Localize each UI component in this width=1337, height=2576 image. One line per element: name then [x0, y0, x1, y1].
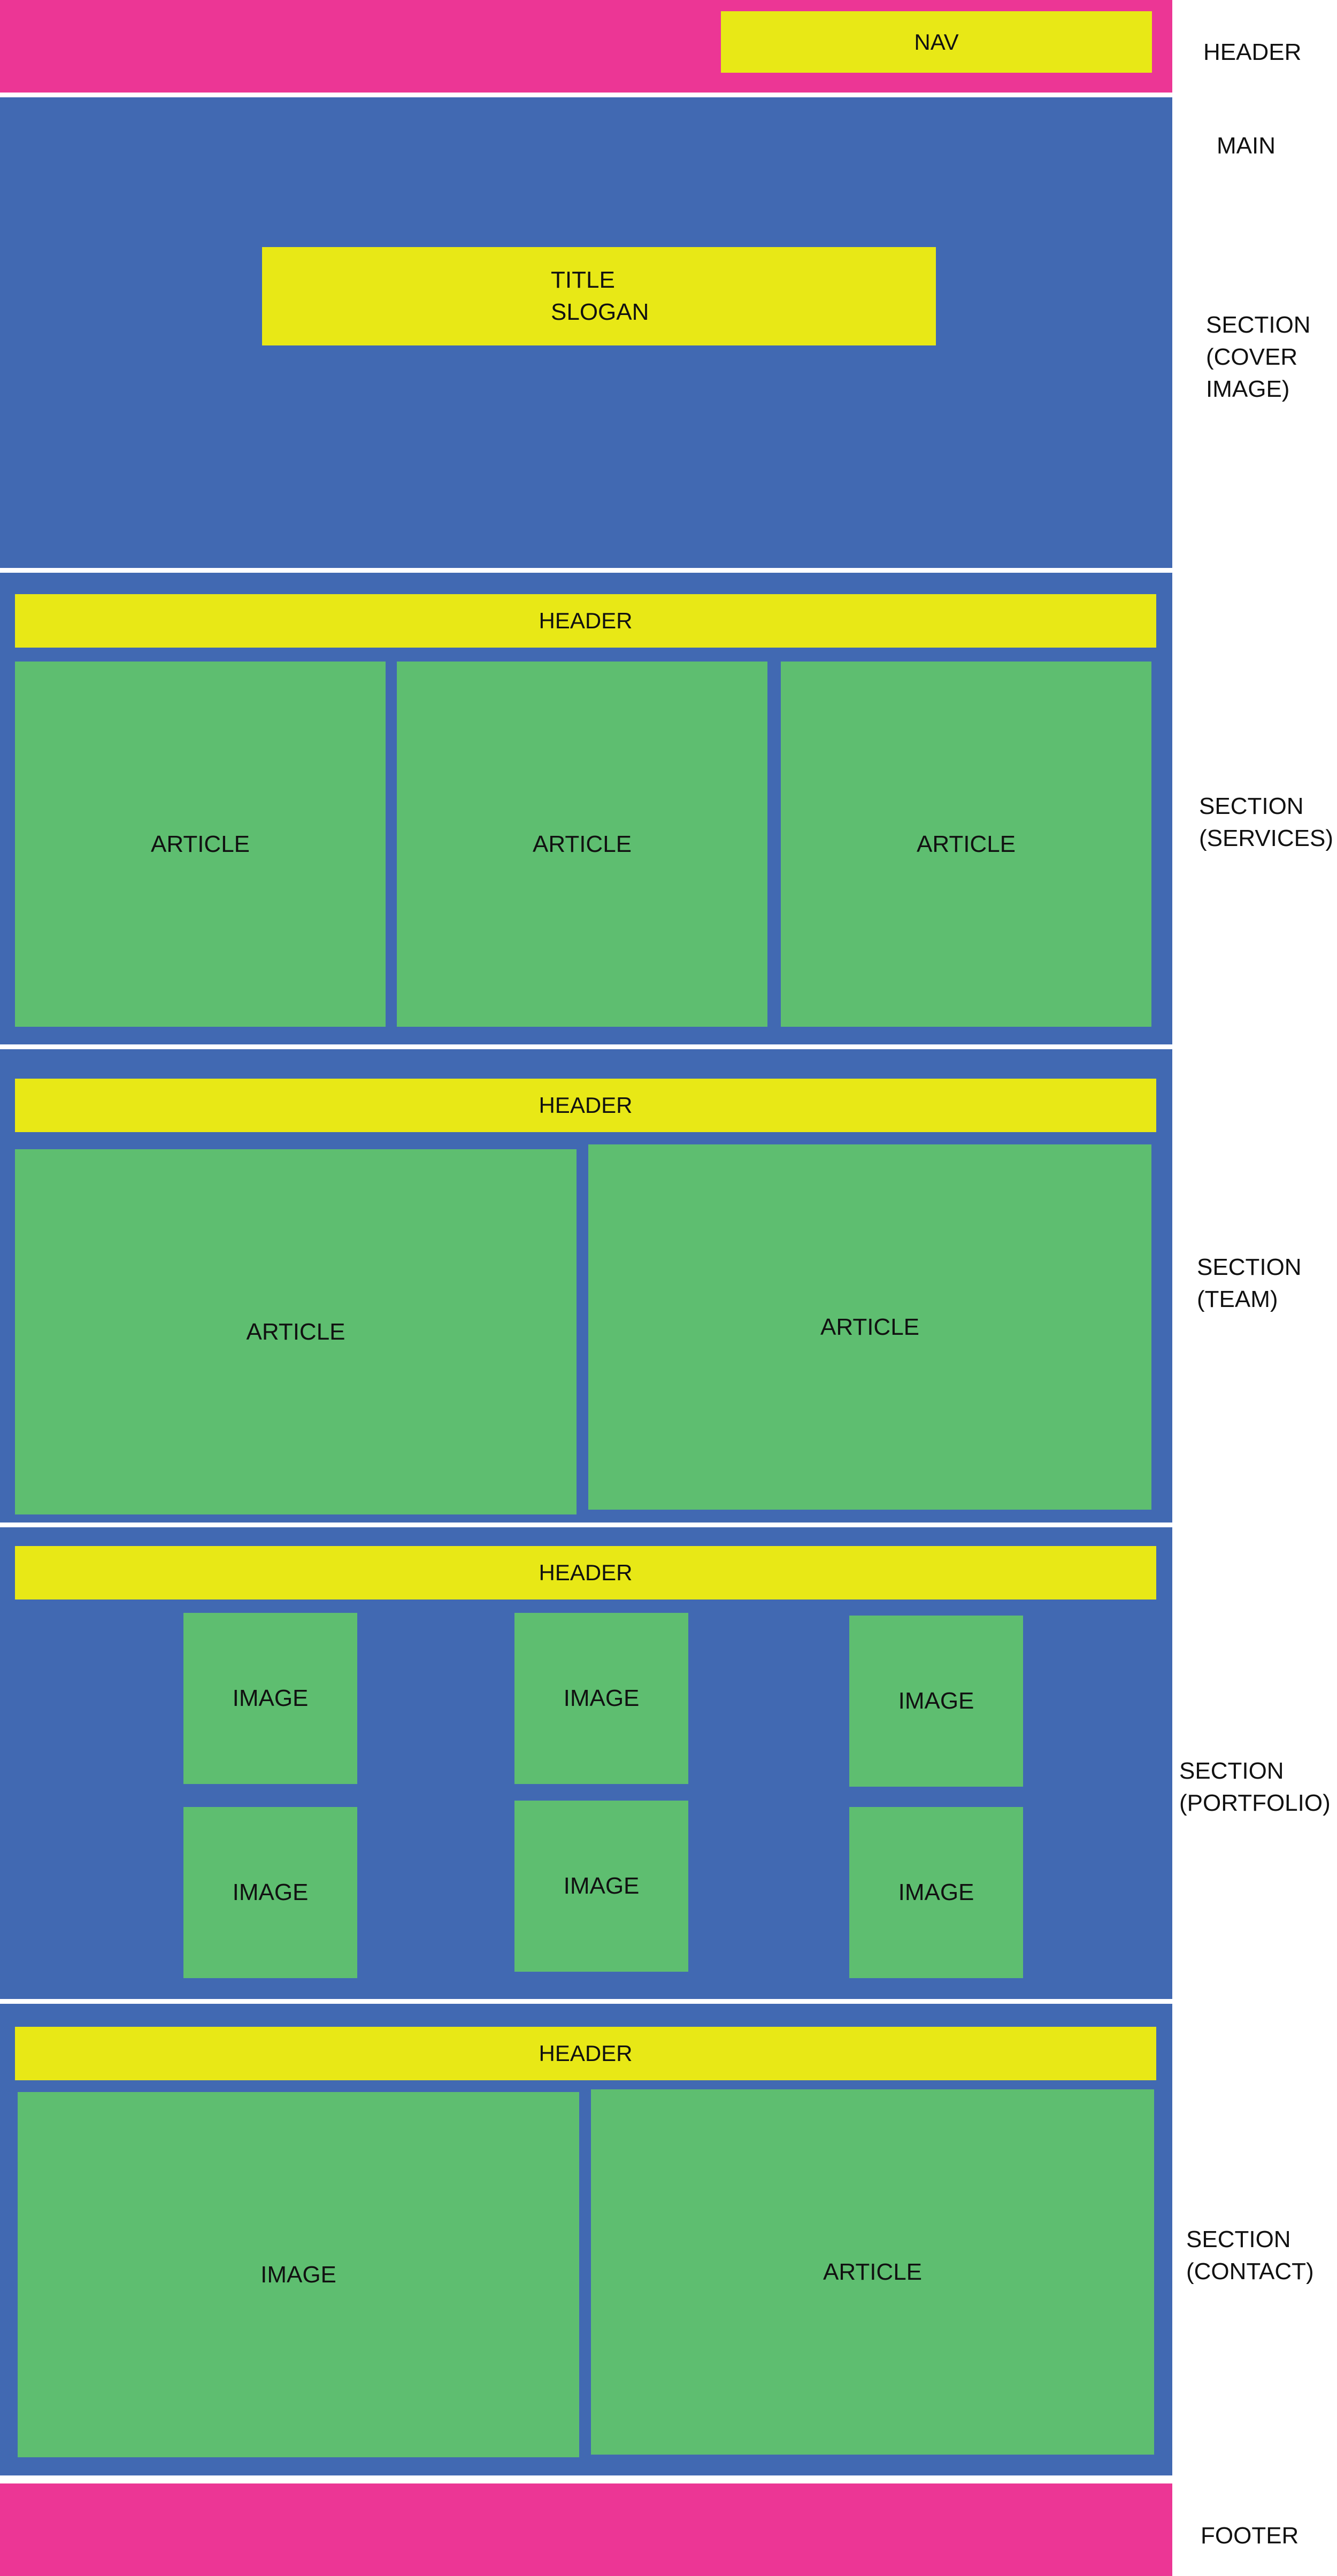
- portfolio-image: IMAGE: [849, 1807, 1023, 1978]
- portfolio-image-label: IMAGE: [563, 1685, 640, 1711]
- page-footer: [0, 2483, 1172, 2576]
- team-article: ARTICLE: [15, 1149, 577, 1514]
- portfolio-header-label: HEADER: [539, 1560, 633, 1585]
- nav-label: NAV: [914, 29, 959, 55]
- portfolio-image-label: IMAGE: [232, 1685, 309, 1711]
- team-header-label: HEADER: [539, 1093, 633, 1118]
- portfolio-image-label: IMAGE: [232, 1879, 309, 1905]
- portfolio-image-label: IMAGE: [563, 1873, 640, 1899]
- cover-title: TITLE: [551, 267, 615, 293]
- services-header: HEADER: [15, 594, 1156, 648]
- portfolio-header: HEADER: [15, 1546, 1156, 1600]
- portfolio-image-label: IMAGE: [898, 1688, 974, 1714]
- contact-header: HEADER: [15, 2027, 1156, 2080]
- portfolio-image: IMAGE: [514, 1801, 688, 1972]
- contact-header-label: HEADER: [539, 2041, 633, 2066]
- portfolio-image: IMAGE: [514, 1613, 688, 1784]
- contact-image-label: IMAGE: [260, 2261, 336, 2288]
- services-article-label: ARTICLE: [532, 831, 632, 857]
- portfolio-image: IMAGE: [849, 1616, 1023, 1787]
- services-article: ARTICLE: [397, 662, 767, 1027]
- label-header: HEADER: [1203, 39, 1302, 65]
- label-cover-section: SECTION (COVER IMAGE): [1206, 312, 1311, 402]
- team-header: HEADER: [15, 1079, 1156, 1132]
- team-article-label: ARTICLE: [820, 1313, 920, 1340]
- services-article-label: ARTICLE: [150, 831, 250, 857]
- portfolio-image: IMAGE: [183, 1613, 357, 1784]
- label-services-section: SECTION (SERVICES): [1199, 793, 1334, 851]
- services-header-label: HEADER: [539, 608, 633, 633]
- portfolio-image: IMAGE: [183, 1807, 357, 1978]
- contact-image: IMAGE: [18, 2092, 579, 2457]
- services-article: ARTICLE: [781, 662, 1151, 1027]
- label-portfolio-section: SECTION (PORTFOLIO): [1179, 1758, 1331, 1816]
- portfolio-image-label: IMAGE: [898, 1879, 974, 1905]
- team-article: ARTICLE: [588, 1144, 1151, 1510]
- label-footer: FOOTER: [1201, 2523, 1299, 2549]
- services-article: ARTICLE: [15, 662, 386, 1027]
- label-team-section: SECTION (TEAM): [1197, 1254, 1302, 1312]
- cover-title-box: TITLE SLOGAN: [262, 247, 936, 345]
- team-article-label: ARTICLE: [246, 1318, 345, 1345]
- label-contact-section: SECTION (CONTACT): [1186, 2226, 1314, 2285]
- cover-slogan: SLOGAN: [551, 299, 649, 325]
- nav-bar[interactable]: NAV: [721, 11, 1152, 73]
- contact-article-label: ARTICLE: [823, 2258, 923, 2285]
- contact-article: ARTICLE: [591, 2089, 1154, 2455]
- services-article-label: ARTICLE: [916, 831, 1016, 857]
- label-main: MAIN: [1217, 133, 1275, 159]
